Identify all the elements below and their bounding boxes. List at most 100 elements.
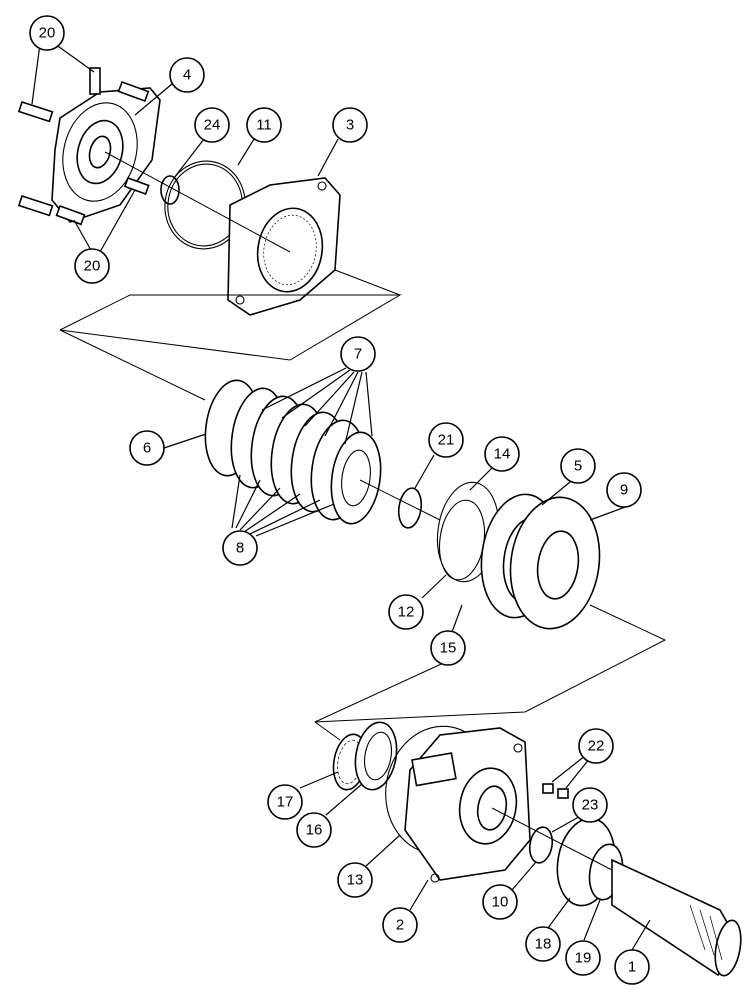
stud: [17, 194, 54, 217]
callout-label: 13: [347, 872, 364, 889]
clutch-housing-spline: [263, 214, 317, 286]
callout-6: 6: [129, 430, 165, 466]
callout-label: 11: [256, 117, 272, 134]
stud: [17, 100, 54, 123]
callout-label: 9: [620, 482, 628, 499]
leader-19: [583, 899, 601, 941]
leader-3: [317, 138, 339, 177]
callout-20: 20: [74, 248, 110, 284]
callout-22: 22: [578, 728, 614, 764]
leader-9: [589, 505, 629, 521]
leader-17: [299, 771, 339, 789]
callout-label: 1: [628, 959, 636, 976]
callout-16: 16: [296, 812, 332, 848]
clutch-housing-bore: [256, 207, 324, 293]
leader-4: [134, 83, 173, 116]
callout-label: 21: [438, 432, 455, 449]
callout-label: 8: [236, 540, 244, 557]
group-bracket-link: [314, 721, 341, 741]
callout-5: 5: [560, 448, 596, 484]
leader-22: [551, 754, 591, 789]
bearing-cup: [354, 721, 398, 791]
callout-12: 12: [388, 594, 424, 630]
callout-label: 3: [346, 117, 354, 134]
leader-11: [237, 138, 255, 166]
callout-label: 2: [396, 917, 404, 934]
snap-ring: [397, 487, 423, 529]
housing-lug-hole: [235, 295, 245, 305]
leader-15: [451, 604, 463, 633]
stud: [117, 80, 150, 102]
callout-18: 18: [525, 926, 561, 962]
callout-21: 21: [428, 422, 464, 458]
bearing-cup-inner: [363, 731, 393, 781]
clutch-pack-assembly: [59, 329, 601, 630]
callout-20: 20: [29, 15, 65, 51]
callout-1: 1: [614, 949, 650, 985]
callout-label: 24: [204, 117, 221, 134]
leader-21: [414, 454, 435, 489]
leader-6: [163, 433, 207, 449]
callout-label: 16: [306, 822, 323, 839]
callout-10: 10: [482, 884, 518, 920]
housing-boss: [411, 752, 457, 787]
leader-24: [173, 138, 205, 179]
assembly-axis: [104, 151, 291, 253]
output-shaft-end: [714, 919, 742, 977]
end-plate-assembly: [17, 67, 341, 316]
group-bracket: [314, 604, 667, 723]
stud: [89, 67, 101, 95]
group-bracket-link: [334, 269, 401, 296]
housing-lug-hole: [317, 181, 327, 191]
housing-lug-hole: [513, 743, 523, 753]
clutch-disk-inner: [341, 449, 371, 507]
leader-8: [231, 474, 335, 537]
callout-label: 4: [183, 67, 191, 84]
pack-axis: [359, 479, 441, 521]
callout-15: 15: [430, 630, 466, 666]
leader-20a: [31, 43, 95, 105]
callout-label: 7: [354, 346, 362, 363]
leader-10: [511, 861, 537, 891]
leader-1: [631, 919, 651, 951]
callout-label: 10: [492, 894, 509, 911]
callout-19: 19: [565, 940, 601, 976]
leader-lines: [31, 43, 651, 951]
callout-14: 14: [484, 436, 520, 472]
callout-label: 15: [440, 640, 457, 657]
leader-18: [547, 897, 571, 929]
leader-12: [421, 574, 447, 599]
callout-label: 14: [494, 446, 511, 463]
leader-20b: [73, 189, 136, 253]
end-plate-bolt-circle: [62, 102, 138, 202]
leader-7: [261, 367, 373, 445]
plug: [542, 783, 554, 794]
callout-label: 20: [84, 258, 101, 275]
callout-label: 22: [588, 738, 605, 755]
callout-8: 8: [222, 530, 258, 566]
callout-11: 11: [246, 107, 282, 143]
callout-23: 23: [572, 787, 608, 823]
stud: [55, 204, 86, 226]
leader-5: [541, 481, 571, 506]
leader-14: [469, 467, 493, 491]
callout-label: 20: [39, 25, 56, 42]
output-assembly: [332, 721, 742, 977]
shaft-splines: [689, 904, 723, 961]
callout-13: 13: [337, 862, 373, 898]
leader-16: [325, 783, 363, 816]
callout-3: 3: [332, 107, 368, 143]
housing-lug-hole: [430, 873, 440, 883]
backing-plate-bore: [536, 530, 580, 600]
callout-9: 9: [606, 472, 642, 508]
leader-frame: [59, 329, 206, 401]
callout-24: 24: [194, 107, 230, 143]
callout-label: 6: [143, 440, 151, 457]
callout-17: 17: [267, 784, 303, 820]
callouts: 20 4 24 11 3 20 7 6 21 14 5 9 8 12 15 22…: [29, 15, 650, 985]
clutch-disk: [330, 431, 382, 525]
callout-label: 5: [574, 458, 582, 475]
leader-2: [409, 879, 429, 911]
callout-label: 17: [277, 794, 294, 811]
callout-label: 19: [575, 950, 592, 967]
